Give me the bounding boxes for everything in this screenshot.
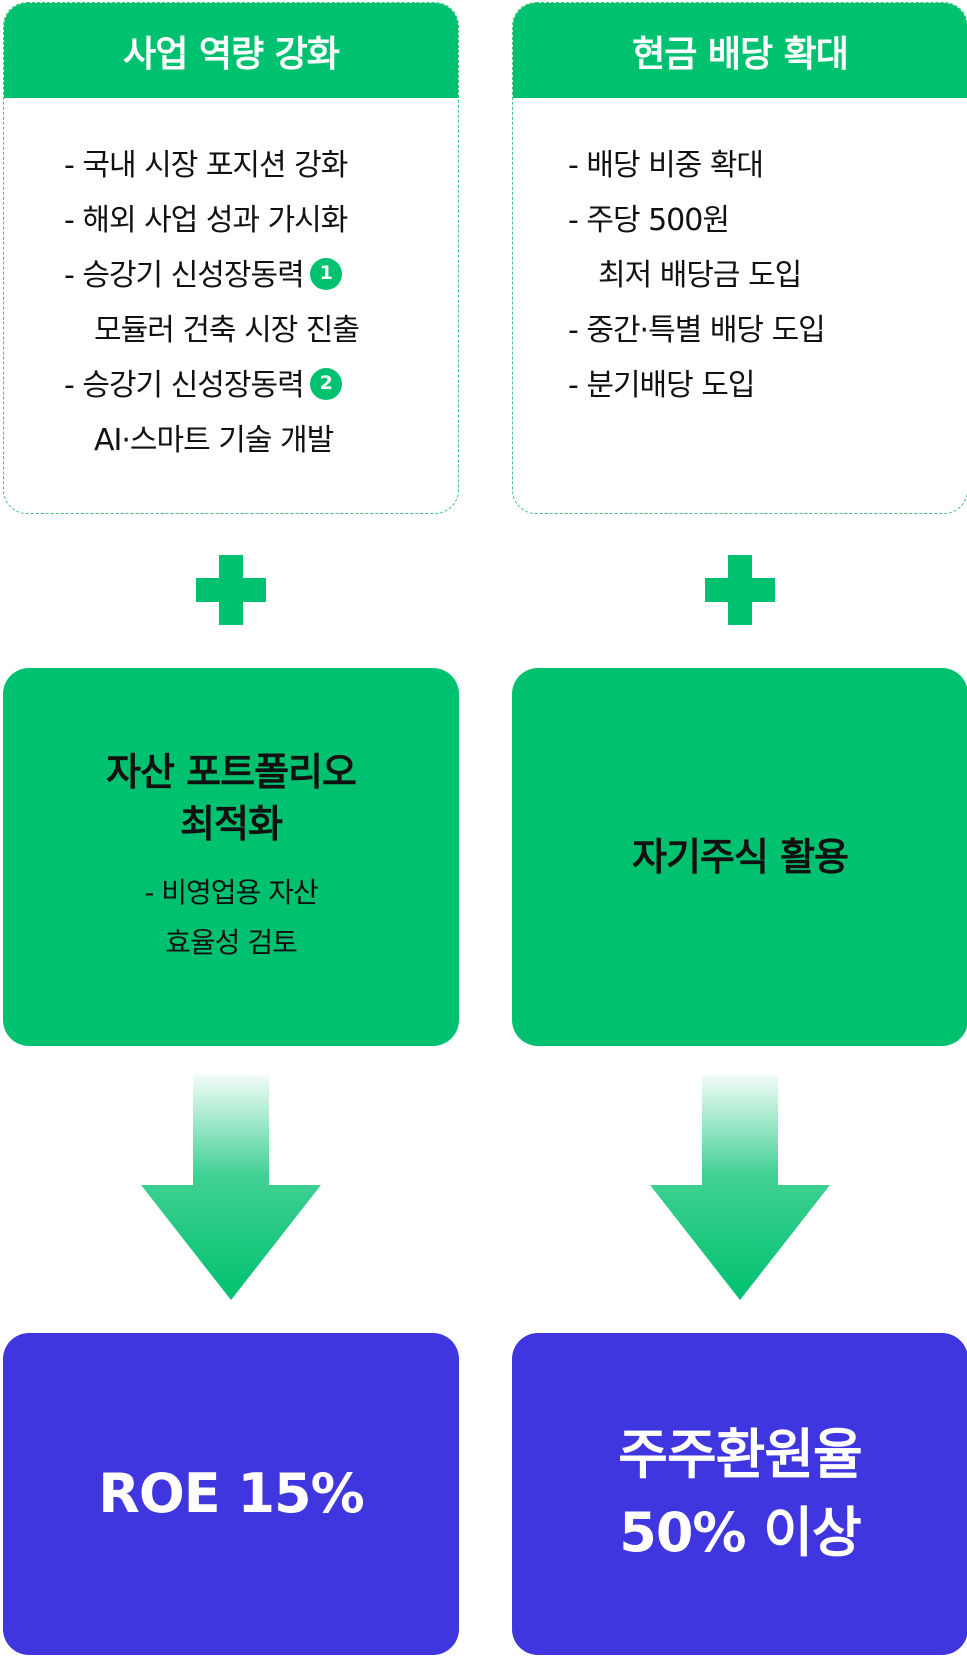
list-item-continuation: 최저 배당금 도입 — [598, 258, 802, 293]
business-capability-card: 사업 역량 강화 - 국내 시장 포지션 강화 - 해외 사업 성과 가시화 -… — [3, 2, 459, 514]
plus-icon — [196, 555, 266, 625]
card-body: - 배당 비중 확대 - 주당 500원 최저 배당금 도입 - 중간·특별 배… — [513, 98, 967, 413]
action-title: 자산 포트폴리오 최적화 — [106, 750, 357, 846]
down-arrow-icon — [141, 1075, 321, 1300]
down-arrow-icon — [650, 1075, 830, 1300]
cash-dividend-card: 현금 배당 확대 - 배당 비중 확대 - 주당 500원 최저 배당금 도입 … — [512, 2, 967, 514]
list-item: - 중간·특별 배당 도입 — [568, 313, 826, 348]
list-item: - 해외 사업 성과 가시화 — [64, 203, 348, 238]
action-title: 자기주식 활용 — [632, 835, 849, 879]
list-item: - 배당 비중 확대 — [568, 148, 764, 183]
shareholder-return-goal-box: 주주환원율 50% 이상 — [512, 1333, 967, 1655]
treasury-stock-box: 자기주식 활용 — [512, 668, 967, 1046]
card-body: - 국내 시장 포지션 강화 - 해외 사업 성과 가시화 - 승강기 신성장동… — [4, 98, 458, 468]
list-item: - 국내 시장 포지션 강화 — [64, 148, 348, 183]
action-subtitle: - 비영업용 자산 효율성 검토 — [144, 876, 318, 959]
list-item: - 분기배당 도입 — [568, 368, 755, 403]
list-item: - 주당 500원 — [568, 203, 730, 238]
list-item-continuation: AI·스마트 기술 개발 — [94, 423, 334, 458]
card-header: 현금 배당 확대 — [513, 3, 967, 98]
roe-goal-box: ROE 15% — [3, 1333, 459, 1655]
list-item-continuation: 모듈러 건축 시장 진출 — [94, 313, 360, 348]
number-badge-1: 1 — [309, 257, 342, 290]
plus-icon — [705, 555, 775, 625]
number-badge-2: 2 — [309, 367, 342, 400]
card-header: 사업 역량 강화 — [4, 3, 458, 98]
asset-portfolio-box: 자산 포트폴리오 최적화 - 비영업용 자산 효율성 검토 — [3, 668, 459, 1046]
